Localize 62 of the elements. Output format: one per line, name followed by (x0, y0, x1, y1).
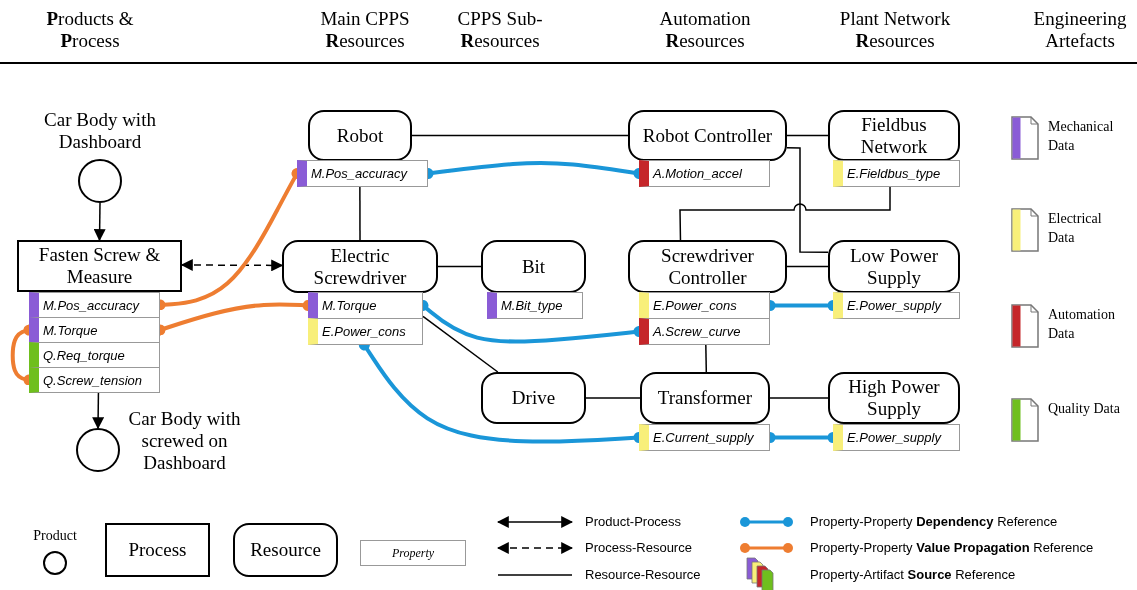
resource-box: High Power Supply (828, 372, 960, 424)
column-heading: Engineering Artefacts (1032, 8, 1128, 52)
property-field: E.Power_cons (308, 318, 423, 345)
legend-label: Electrical Data (1048, 210, 1103, 247)
property-field: E.Power_supply (833, 424, 960, 451)
legend-label: Mechanical Data (1048, 118, 1115, 155)
property-field: Q.Req_torque (29, 342, 160, 368)
arrow (93, 202, 106, 242)
column-heading: Plant Network Resources (838, 8, 952, 52)
legend-process-box: Process (105, 523, 210, 577)
connector-line (769, 397, 829, 399)
legend-label: Property-Property Dependency Reference (810, 514, 1058, 529)
property-field: M.Torque (29, 317, 160, 343)
property-field: A.Screw_curve (639, 318, 770, 345)
property-field: A.Motion_accel (639, 160, 770, 187)
resource-box: Robot (308, 110, 412, 161)
column-heading: Automation Resources (658, 8, 752, 52)
property-field: E.Current_supply (639, 424, 770, 451)
property-field: E.Fieldbus_type (833, 160, 960, 187)
connector-line (359, 186, 361, 241)
column-heading: CPPS Sub-Resources (456, 8, 544, 52)
property-field: M.Torque (308, 292, 423, 319)
legend-label: Automation Data (1048, 306, 1116, 343)
product-label: Car Body with screwed on Dashboard (127, 408, 242, 474)
legend-label: Property-Property Value Propagation Reference (810, 540, 1094, 555)
property-field: M.Pos_accuracy (297, 160, 428, 187)
resource-box: Drive (481, 372, 586, 424)
resource-box: Transformer (640, 372, 770, 424)
connector-line (786, 134, 829, 137)
property-field: Q.Screw_tension (29, 367, 160, 393)
resource-box: Fieldbus Network (828, 110, 960, 161)
connector-line (786, 147, 829, 253)
resource-box: Bit (481, 240, 586, 293)
product-circle (76, 428, 120, 472)
arrow (92, 392, 105, 430)
connector-line (705, 344, 708, 373)
product-label: Car Body with Dashboard (43, 109, 157, 153)
connector-line (679, 186, 891, 241)
legend-property-field: Property (360, 540, 466, 566)
connector-line (422, 315, 499, 373)
column-heading: Products & Process (45, 8, 135, 52)
property-field: M.Pos_accuracy (29, 292, 160, 318)
legend-label: Process-Resource (585, 540, 692, 555)
legend-label: Property-Artifact Source Reference (810, 567, 1016, 582)
legend-label: Resource-Resource (585, 567, 701, 582)
resource-box: Robot Controller (628, 110, 787, 161)
connector-line (411, 134, 629, 137)
legend-label: Quality Data (1048, 400, 1121, 418)
legend-resource-box: Resource (233, 523, 338, 577)
property-field: E.Power_supply (833, 292, 960, 319)
legend-label: Product-Process (585, 514, 682, 529)
process-box: Fasten Screw & Measure (17, 240, 182, 292)
column-heading: Main CPPS Resources (319, 8, 411, 52)
property-field: E.Power_cons (639, 292, 770, 319)
resource-box: Low Power Supply (828, 240, 960, 293)
property-field: M.Bit_type (487, 292, 583, 319)
resource-box: Screwdriver Controller (628, 240, 787, 293)
connector-line (437, 265, 482, 268)
connector-line (585, 397, 641, 399)
connector-line (786, 265, 829, 268)
resource-box: Electric Screwdriver (282, 240, 438, 293)
legend-label: Product (32, 528, 78, 545)
